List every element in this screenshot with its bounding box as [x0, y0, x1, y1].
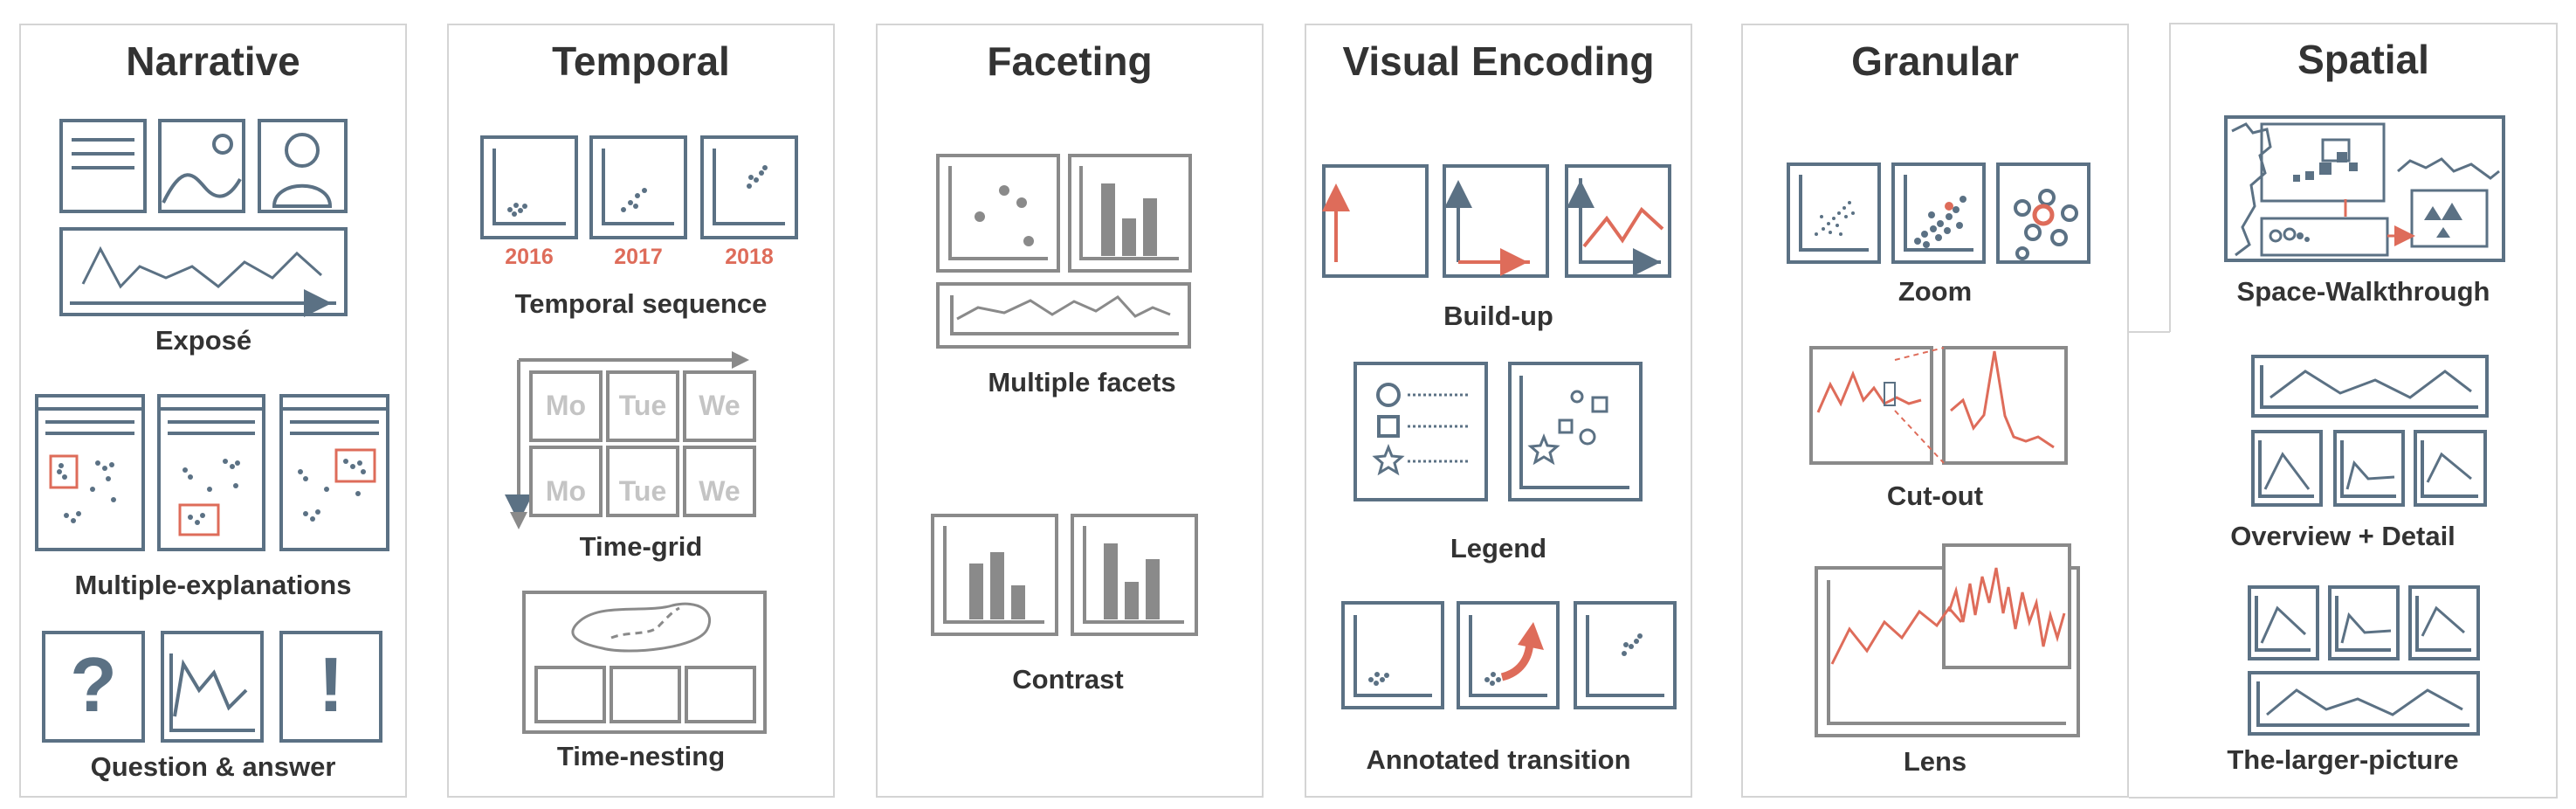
cut-out-line-left — [1816, 370, 1922, 413]
multiple-facets-marks — [975, 183, 1157, 256]
overview-detail-illustration — [2251, 355, 2489, 507]
pattern-label-lens: Lens — [1903, 746, 1967, 777]
cut-out-region — [1884, 382, 1896, 406]
pattern-label-temporal-sequence: Temporal sequence — [514, 288, 768, 319]
annotated-transition-illustration — [1341, 601, 1677, 709]
lens-line-inner — [1947, 567, 2066, 647]
pattern-label-contrast: Contrast — [1012, 664, 1124, 695]
larger-picture-illustration — [2248, 585, 2480, 736]
temporal-sequence-illustration — [480, 135, 798, 239]
cut-out-illustration — [1809, 346, 2068, 465]
multiple-explanations-dots — [57, 459, 366, 525]
pattern-label-question-answer: Question & answer — [90, 751, 336, 782]
transition-arrowhead — [1518, 622, 1544, 650]
year-label: 2018 — [725, 245, 774, 269]
legend-illustration — [1353, 362, 1643, 501]
day-label: We — [699, 390, 740, 421]
pattern-label-overview-detail: Overview + Detail — [2230, 521, 2455, 551]
pattern-label-zoom: Zoom — [1898, 276, 1973, 307]
pattern-label-cut-out: Cut-out — [1886, 481, 1984, 511]
cut-out-line-right — [1950, 350, 2055, 449]
panel-title: Spatial — [2297, 37, 2429, 82]
pattern-label-time-nesting: Time-nesting — [556, 741, 726, 771]
build-up-illustration — [1322, 164, 1671, 278]
day-label: Mo — [545, 390, 587, 421]
panel-title: Temporal — [552, 38, 730, 84]
space-walkthrough-illustration — [2224, 115, 2505, 262]
zoom-dots — [1815, 196, 1966, 248]
day-label: Tue — [618, 475, 667, 507]
space-walkthrough-marks — [2293, 152, 2462, 242]
annotated-transition-dots — [1368, 633, 1643, 686]
pattern-label-multiple-facets: Multiple facets — [988, 367, 1176, 398]
contrast-bars — [969, 543, 1160, 619]
multiple-explanations-illustration — [35, 394, 389, 551]
panel-title: Narrative — [126, 38, 300, 84]
panel-title: Faceting — [987, 38, 1153, 84]
pattern-label-space-walkthrough: Space-Walkthrough — [2236, 276, 2490, 307]
question-answer-illustration — [42, 631, 382, 743]
lens-illustration — [1815, 543, 2080, 737]
pattern-label-time-grid: Time-grid — [579, 531, 703, 562]
lens-line-outer — [1830, 605, 1963, 665]
day-label: Tue — [618, 390, 667, 421]
time-nesting-illustration — [522, 591, 767, 734]
question-mark-glyph: ? — [70, 641, 117, 728]
zoom-illustration — [1787, 162, 2090, 264]
multiple-facets-illustration — [936, 154, 1192, 349]
year-label: 2017 — [614, 245, 663, 269]
pattern-label-legend: Legend — [1450, 533, 1547, 564]
zoom-highlight-dot — [1945, 202, 1953, 211]
panel-title: Visual Encoding — [1342, 38, 1655, 84]
pattern-label-expose: Exposé — [155, 325, 252, 356]
time-grid-illustration — [505, 351, 756, 529]
pattern-label-larger-picture: The-larger-picture — [2227, 744, 2459, 775]
expose-illustration — [59, 119, 348, 317]
temporal-sequence-dots — [507, 165, 768, 217]
panel-spatial: Spatial — [2170, 24, 2557, 332]
pattern-label-build-up: Build-up — [1443, 301, 1553, 331]
pattern-label-multiple-explanations: Multiple-explanations — [74, 570, 352, 600]
day-label: Mo — [545, 475, 587, 507]
pattern-label-annotated-transition: Annotated transition — [1366, 744, 1631, 775]
year-label: 2016 — [505, 245, 554, 269]
panel-faceting: Faceting — [876, 24, 1264, 798]
panel-title: Granular — [1851, 38, 2019, 84]
day-label: We — [699, 475, 740, 507]
space-region — [2321, 138, 2351, 162]
panel-visual-encoding: Visual Encoding — [1305, 24, 1692, 798]
exclamation-glyph: ! — [318, 641, 343, 728]
contrast-illustration — [931, 514, 1198, 636]
